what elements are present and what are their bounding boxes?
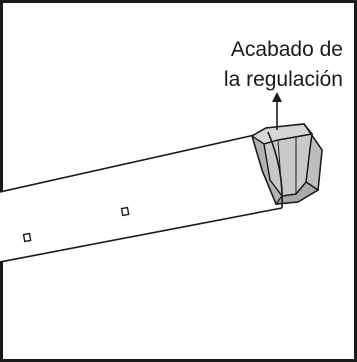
callout-label-line2: la regulación — [224, 68, 343, 91]
adjustment-nut — [250, 123, 323, 209]
tube-body — [0, 132, 282, 262]
callout-arrow-head — [272, 92, 282, 102]
tube-bottom-edge — [0, 207, 283, 263]
callout-label-line1: Acabado de — [231, 38, 343, 61]
tube-hole-left — [22, 232, 32, 243]
tube-end-curve — [267, 131, 284, 209]
tube-hole-right — [120, 206, 130, 217]
tube-top-edge — [0, 131, 269, 193]
nut-front-face — [263, 133, 313, 197]
